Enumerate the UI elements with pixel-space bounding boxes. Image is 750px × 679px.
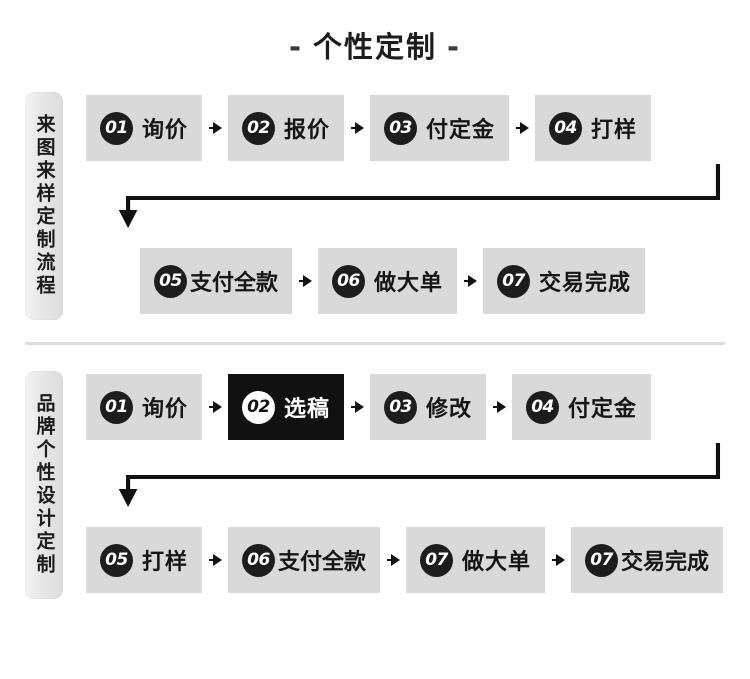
step-number-badge: 04 — [526, 390, 560, 424]
step-arrow-icon — [486, 401, 512, 413]
step-label: 询价 — [142, 397, 189, 422]
step-label: 询价 — [142, 118, 189, 143]
step-arrow-icon — [545, 554, 571, 566]
step-arrow-head — [354, 401, 364, 413]
step-label: 交易完成 — [621, 550, 710, 575]
step-arrow-tail — [386, 559, 391, 561]
step-arrow-tail — [492, 406, 497, 408]
step-arrow-tail — [208, 406, 213, 408]
step-number-badge: 05 — [100, 543, 133, 577]
step-box-05-打样[interactable]: 05 打样 — [86, 527, 203, 593]
step-number-badge: 03 — [384, 390, 418, 424]
step-number-badge: 02 — [242, 111, 276, 145]
step-arrow-tail — [350, 406, 355, 408]
step-arrow-head — [390, 554, 400, 566]
step-row-top-0: 01 询价 02 报价 03 付定金 04 打样 — [86, 95, 740, 161]
step-label: 付定金 — [426, 118, 496, 143]
step-arrow-icon — [457, 275, 483, 287]
step-label: 做大单 — [374, 271, 444, 296]
step-arrow-head — [212, 401, 222, 413]
section-side-label-text-0: 来图来样定制流程 — [33, 114, 56, 298]
step-arrow-tail — [208, 127, 213, 129]
section-side-label-0: 来图来样定制流程 — [25, 92, 63, 320]
step-arrow-tail — [298, 280, 303, 282]
step-arrow-head — [212, 122, 222, 134]
step-box-07-做大单[interactable]: 07 做大单 — [406, 527, 546, 593]
step-number-badge: 06 — [332, 264, 366, 298]
step-number-badge: 05 — [154, 264, 187, 298]
step-arrow-icon — [292, 275, 318, 287]
step-label: 打样 — [142, 550, 189, 575]
step-box-03-修改[interactable]: 03 修改 — [370, 374, 487, 440]
step-box-03-付定金[interactable]: 03 付定金 — [370, 95, 510, 161]
step-box-02-报价[interactable]: 02 报价 — [228, 95, 345, 161]
step-arrow-head — [302, 275, 312, 287]
step-box-04-打样[interactable]: 04 打样 — [535, 95, 652, 161]
title-text: 个性定制 — [312, 30, 437, 64]
step-label: 修改 — [426, 397, 473, 422]
step-arrow-head — [496, 401, 506, 413]
step-arrow-head — [555, 554, 565, 566]
step-label: 支付全款 — [278, 550, 367, 575]
section-divider — [25, 342, 725, 345]
step-arrow-tail — [463, 280, 468, 282]
step-arrow-icon — [202, 401, 228, 413]
step-number-badge: 07 — [497, 264, 531, 298]
step-number-badge: 04 — [549, 111, 583, 145]
step-box-01-询价[interactable]: 01 询价 — [86, 95, 203, 161]
step-number-badge: 07 — [585, 543, 619, 577]
step-label: 支付全款 — [190, 271, 279, 296]
step-arrow-icon — [344, 401, 370, 413]
step-box-07-交易完成[interactable]: 07 交易完成 — [483, 248, 646, 314]
step-label: 报价 — [284, 118, 331, 143]
step-arrow-tail — [208, 559, 213, 561]
step-arrow-icon — [202, 554, 228, 566]
section-side-label-1: 品牌个性设计定制 — [25, 371, 63, 599]
step-label: 选稿 — [284, 397, 331, 422]
step-label: 交易完成 — [539, 271, 632, 296]
page-title: -个性定制- — [0, 0, 750, 68]
step-number-badge: 02 — [242, 390, 276, 424]
step-arrow-icon — [202, 122, 228, 134]
title-dash-right: - — [447, 30, 462, 64]
step-arrow-tail — [515, 127, 520, 129]
step-label: 付定金 — [568, 397, 638, 422]
step-arrow-head — [212, 554, 222, 566]
step-box-01-询价[interactable]: 01 询价 — [86, 374, 203, 440]
step-arrow-head — [467, 275, 477, 287]
step-number-badge: 03 — [384, 111, 418, 145]
step-number-badge: 06 — [242, 543, 276, 577]
step-arrow-icon — [344, 122, 370, 134]
step-arrow-head — [354, 122, 364, 134]
step-row-top-1: 01 询价 02 选稿 03 修改 04 付定金 — [86, 374, 740, 440]
section-side-label-text-1: 品牌个性设计定制 — [33, 393, 56, 577]
step-label: 做大单 — [462, 550, 532, 575]
step-arrow-icon — [509, 122, 535, 134]
step-number-badge: 01 — [100, 390, 133, 424]
step-box-02-选稿[interactable]: 02 选稿 — [228, 374, 345, 440]
step-arrow-tail — [551, 559, 556, 561]
step-arrow-tail — [350, 127, 355, 129]
step-number-badge: 07 — [420, 543, 454, 577]
step-box-04-付定金[interactable]: 04 付定金 — [512, 374, 652, 440]
step-arrow-head — [519, 122, 529, 134]
step-box-06-做大单[interactable]: 06 做大单 — [318, 248, 458, 314]
step-label: 打样 — [591, 118, 638, 143]
title-dash-left: - — [288, 30, 303, 64]
step-number-badge: 01 — [100, 111, 133, 145]
step-arrow-icon — [380, 554, 406, 566]
